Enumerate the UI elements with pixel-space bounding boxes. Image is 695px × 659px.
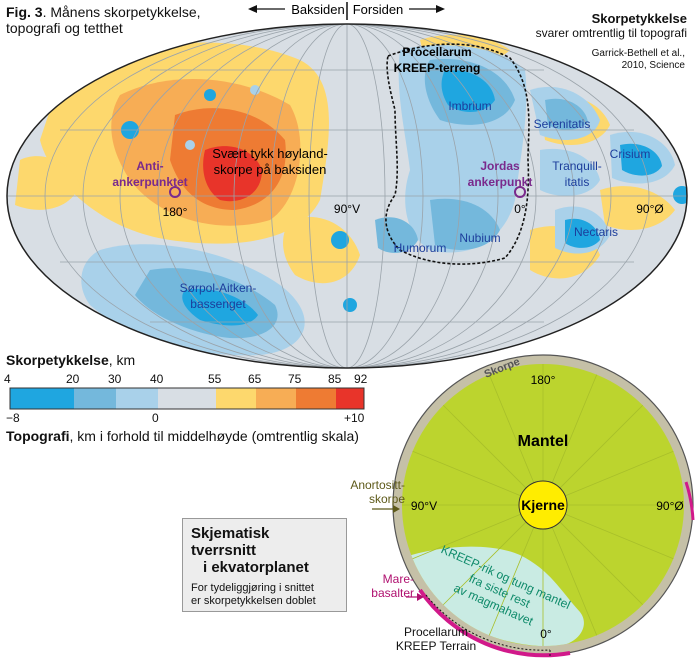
figure-title: Fig. 3. Månens skorpetykkelse, topografi… [6, 4, 216, 36]
mare-label-1: Mare- [382, 572, 414, 586]
earth-anchor-label-1: Jordas [480, 159, 520, 173]
mare-basalt-arc [418, 588, 571, 658]
deg-90o-label: 90°Ø [656, 499, 683, 513]
crisium-label: Crisium [610, 147, 651, 161]
core-label: Kjerne [521, 497, 565, 513]
schematic-sub-1: For tydeliggjøring i snittet [191, 582, 314, 594]
highland-label-1: Svært tykk høyland- [212, 146, 328, 161]
scale-tick-top-40: 40 [150, 372, 164, 386]
deg-0-label: 0° [540, 627, 552, 641]
scale-tick-top-4: 4 [4, 372, 11, 386]
humorum-label: Humorum [394, 241, 447, 255]
map-outline [6, 23, 688, 369]
procellarum-label-2: KREEP-terreng [394, 61, 481, 75]
imbrium-label: Imbrium [448, 99, 491, 113]
earth-anchor-label-2: ankerpunkt [468, 175, 533, 189]
citation-line-2: 2010, Science [621, 60, 685, 71]
scale-tick-top-92: 92 [354, 372, 368, 386]
anorthosite-label: Anortositt- skorpe [335, 478, 405, 506]
lon-180-label: 180° [163, 205, 188, 219]
anti-anchor-label-2: ankerpunktet [112, 175, 187, 189]
hemisphere-arrows: Baksiden Forsiden [248, 2, 445, 20]
procellarum-terrain-label: Procellarum KREEP Terrain [376, 625, 496, 653]
citation-line-1: Garrick-Bethell et al., [591, 48, 685, 59]
note-subtitle: svarer omtrentlig til topografi [535, 26, 687, 40]
mare-label: Mare- basalter [362, 572, 414, 600]
kreep-region [402, 546, 584, 646]
schematic-caption-box: Skjematisk tverrsnitt i ekvatorplanet Fo… [182, 518, 347, 612]
scale-title-bold: Skorpetykkelse [6, 352, 109, 368]
figure-caption: . Månens skorpetykkelse, topografi og te… [6, 4, 201, 36]
schematic-heading-2: i ekvatorplanet [203, 559, 309, 576]
scale-tick-bottom-minus8: −8 [6, 411, 20, 425]
scale-tick-top-65: 65 [248, 372, 262, 386]
topography-title: Topografi, km i forhold til middelhøyde … [6, 428, 359, 444]
scale-tick-top-55: 55 [208, 372, 222, 386]
mantle-label: Mantel [518, 433, 569, 450]
deg-90v-label: 90°V [411, 499, 437, 513]
note-heading: Skorpetykkelse [591, 11, 687, 26]
figure-number: Fig. 3 [6, 4, 43, 20]
nearside-label: Forsiden [353, 2, 404, 17]
procellarum-span [425, 594, 551, 651]
scale-title: Skorpetykkelse, km [6, 352, 135, 368]
topography-title-rest: , km i forhold til middelhøyde (omtrentl… [69, 428, 359, 444]
anti-anchor-label-1: Anti- [136, 159, 163, 173]
cross-section: Kjerne Mantel 180° 90°V 90°Ø 0° Skorpe K… [392, 354, 695, 658]
spa-label-1: Sørpol-Aitken- [180, 281, 257, 295]
tranquillitatis-label-1: Tranquill- [552, 159, 602, 173]
scale-tick-top-75: 75 [288, 372, 302, 386]
thickness-note: Skorpetykkelse svarer omtrentlig til top… [535, 11, 687, 41]
scale-tick-bottom-plus10: +10 [344, 411, 365, 425]
highland-label-2: skorpe på baksiden [214, 162, 327, 177]
anorthosite-arrow [372, 505, 400, 513]
earth-anchor-marker [514, 186, 526, 198]
color-scale [9, 387, 365, 410]
mare-label-2: basalter [371, 586, 414, 600]
graticule [7, 24, 687, 368]
scale-title-unit: , km [108, 352, 136, 368]
procellarum-outline [385, 43, 530, 265]
schematic-heading-1: Skjematisk tverrsnitt [191, 525, 270, 559]
deg-180-label: 180° [531, 373, 556, 387]
mare-arrow [406, 593, 424, 601]
nectaris-label: Nectaris [574, 225, 618, 239]
topography-title-bold: Topografi [6, 428, 70, 444]
scale-tick-top-30: 30 [108, 372, 122, 386]
farside-label: Baksiden [291, 2, 344, 17]
tranquillitatis-label-2: itatis [565, 175, 590, 189]
serenitatis-label: Serenitatis [534, 117, 591, 131]
nubium-label: Nubium [459, 231, 500, 245]
procellarum-label-1: Procellarum [402, 45, 471, 59]
procellarum-terrain-label-1: Procellarum [403, 625, 469, 639]
procellarum-terrain-label-2: KREEP Terrain [395, 639, 477, 653]
mare-basalt-arc-east [684, 481, 695, 521]
lon-0-label: 0° [514, 202, 526, 216]
schematic-sub-2: er skorpetykkelsen doblet [191, 595, 316, 607]
anti-anchor-marker [169, 186, 181, 198]
scale-tick-bottom-0: 0 [152, 411, 159, 425]
spa-label-2: bassenget [190, 297, 246, 311]
scale-tick-top-85: 85 [328, 372, 342, 386]
core-disk [518, 480, 568, 530]
anorthosite-label-1: Anortositt- [350, 478, 405, 492]
citation: Garrick-Bethell et al., 2010, Science [592, 48, 685, 72]
anorthosite-label-2: skorpe [368, 492, 405, 506]
scale-tick-top-20: 20 [66, 372, 80, 386]
crust-thickness-map [7, 24, 687, 368]
lon-90e-label: 90°Ø [636, 202, 663, 216]
lon-90w-label: 90°V [334, 202, 360, 216]
